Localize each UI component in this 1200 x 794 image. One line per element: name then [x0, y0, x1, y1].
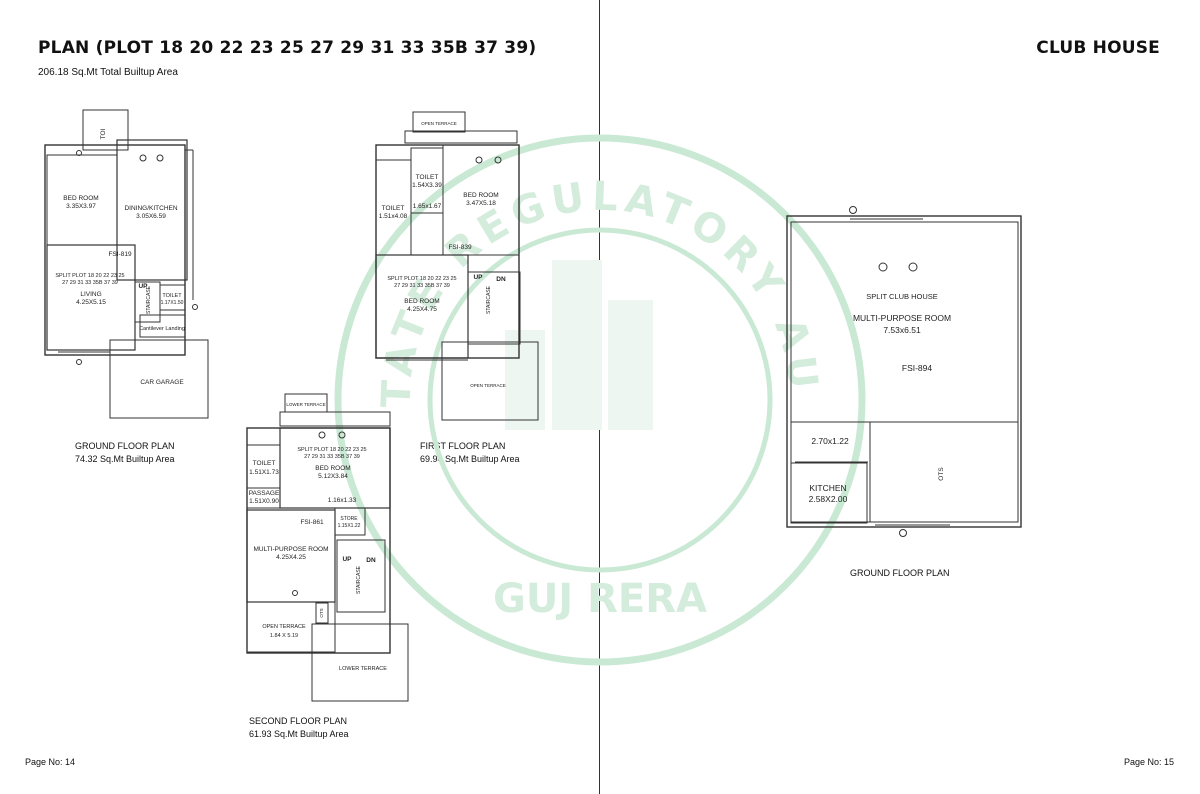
ground-floor-caption-area: 74.32 Sq.Mt Builtup Area — [75, 454, 175, 464]
page-number: Page No: 14 — [25, 757, 76, 767]
sf-bed-dim: 5.12X3.84 — [318, 473, 348, 480]
gf-living-name: LIVING — [80, 291, 101, 298]
ff-bed1-name: BED ROOM — [463, 192, 498, 199]
gf-staircase: STAIRCASE — [146, 285, 152, 314]
ch-kitchen-name: KITCHEN — [809, 483, 846, 493]
gf-bed-dim: 3.35X3.97 — [66, 203, 96, 210]
sf-open-terrace-dim: 1.84 X 5.19 — [270, 633, 298, 639]
sf-toilet-dim: 1.51X1.73 — [249, 469, 279, 476]
first-floor-plan — [375, 111, 539, 421]
sf-mpr-name: MULTI-PURPOSE ROOM — [254, 546, 329, 553]
ch-mpr-dim: 7.53x6.51 — [883, 325, 921, 335]
sf-staircase: STAIRCASE — [356, 565, 362, 594]
sf-split-1: SPLIT PLOT 18 20 22 23 25 — [297, 447, 366, 453]
second-floor-plan — [246, 393, 409, 702]
right-page: CLUB HOUSE GROUND FLOOR PLAN Page No: 15 — [601, 0, 1200, 794]
sf-bed-name: BED ROOM — [315, 465, 350, 472]
ff-bed1-dim: 3.47X5.18 — [466, 200, 496, 207]
ch-split-label: SPLIT CLUB HOUSE — [866, 292, 938, 301]
sf-fsi: FSI-861 — [300, 519, 324, 526]
ff-staircase: STAIRCASE — [486, 285, 492, 314]
gf-toilet-dim: 1.17X1.50 — [161, 300, 184, 306]
page-title: PLAN (PLOT 18 20 22 23 25 27 29 31 33 35… — [38, 38, 537, 58]
gf-split-1: SPLIT PLOT 18 20 22 23 25 — [55, 273, 124, 279]
club-house-title: CLUB HOUSE — [1036, 38, 1160, 58]
gf-dining-dim: 3.05X6.59 — [136, 213, 166, 220]
gf-bed-name: BED ROOM — [63, 195, 98, 202]
sf-small-dim: 1.16x1.33 — [328, 497, 357, 504]
gf-garage: CAR GARAGE — [140, 379, 184, 386]
gf-cantilever: Cantilever Landing — [139, 326, 185, 332]
ff-split-1: SPLIT PLOT 18 20 22 23 25 — [387, 276, 456, 282]
gf-dining-name: DINING/KITCHEN — [124, 205, 177, 212]
ground-floor-caption-title: GROUND FLOOR PLAN — [75, 441, 175, 451]
sf-lower-terrace: LOWER TERRACE — [339, 666, 387, 672]
ff-toilet1-name: TOILET — [416, 174, 439, 181]
sf-mpr-dim: 4.25X4.25 — [276, 554, 306, 561]
page-number-right: Page No: 15 — [1123, 757, 1174, 767]
ch-mpr-name: MULTI-PURPOSE ROOM — [853, 313, 951, 323]
ff-toilet1-sub: 1.65x1.67 — [413, 203, 442, 210]
gf-fsi: FSI-819 — [108, 251, 132, 258]
sf-passage-name: PASSAGE — [249, 490, 280, 497]
ground-floor-caption: GROUND FLOOR PLAN 74.32 Sq.Mt Builtup Ar… — [75, 440, 175, 466]
sf-split-2: 27 29 31 33 35B 37 39 — [304, 454, 360, 460]
gf-split-2: 27 29 31 33 35B 37 39 — [62, 280, 118, 286]
sf-store-dim: 1.15X1.22 — [338, 523, 361, 529]
ground-floor-plan — [44, 109, 209, 419]
sf-dn: DN — [366, 557, 376, 564]
ff-open-terrace-bottom: OPEN TERRACE — [470, 383, 505, 388]
total-builtup-area: 206.18 Sq.Mt Total Builtup Area — [38, 67, 178, 78]
sf-up: UP — [342, 556, 352, 563]
ch-kitchen-dim: 2.58X2.00 — [809, 494, 848, 504]
ff-toilet1-dim: 1.54X3.39 — [412, 182, 442, 189]
ff-toilet2-name: TOILET — [382, 205, 405, 212]
ff-dn: DN — [496, 276, 506, 283]
gf-toilet-name: TOILET — [162, 293, 182, 299]
sf-passage-dim: 1.51X0.90 — [249, 498, 279, 505]
gf-toi-label: TOI — [100, 128, 107, 139]
sf-store-name: STORE — [340, 516, 358, 522]
sf-toilet-name: TOILET — [253, 460, 276, 467]
sf-ots: OTS — [319, 608, 324, 617]
gf-living-dim: 4.25X5.15 — [76, 299, 106, 306]
sf-open-terrace-name: OPEN TERRACE — [262, 624, 306, 630]
ff-fsi: FSI-839 — [448, 244, 472, 251]
second-floor-caption-area: 61.93 Sq.Mt Builtup Area — [249, 729, 349, 739]
ff-split-2: 27 29 31 33 35B 37 39 — [394, 283, 450, 289]
club-ground-floor-caption: GROUND FLOOR PLAN — [850, 568, 950, 578]
club-house-plan — [786, 206, 1022, 537]
second-floor-caption-title: SECOND FLOOR PLAN — [249, 716, 348, 726]
ch-ots: OTS — [938, 467, 945, 481]
ff-open-terrace-top: OPEN TERRACE — [421, 121, 456, 126]
ff-bed2-name: BED ROOM — [404, 298, 439, 305]
ff-bed2-dim: 4.25X4.75 — [407, 306, 437, 313]
ff-toilet2-dim: 1.51x4.08 — [379, 213, 408, 220]
gf-up: UP — [138, 283, 148, 290]
sf-lower-terrace-top: LOWER TERRACE — [286, 402, 325, 407]
ch-small-dim: 2.70x1.22 — [811, 436, 849, 446]
ff-up: UP — [473, 274, 483, 281]
ch-fsi: FSI-894 — [902, 363, 933, 373]
second-floor-caption: SECOND FLOOR PLAN 61.93 Sq.Mt Builtup Ar… — [249, 715, 349, 741]
